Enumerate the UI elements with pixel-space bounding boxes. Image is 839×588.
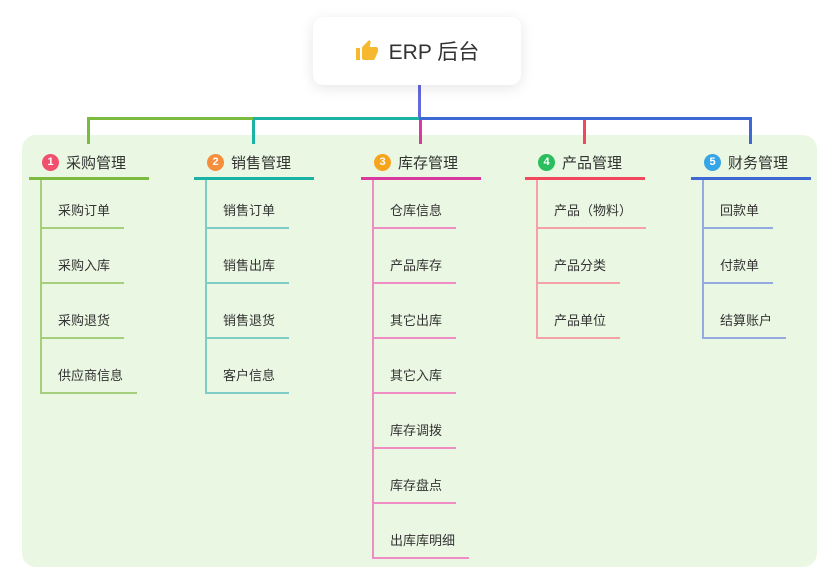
child-node[interactable]: 库存盘点 [374,477,457,504]
branch-title-finance[interactable]: 5 财务管理 [691,147,811,180]
branch-title-label: 采购管理 [66,154,127,172]
child-node[interactable]: 库存调拨 [374,422,457,449]
thumbs-up-icon [355,40,378,60]
child-node[interactable]: 产品单位 [538,312,621,339]
branch-children-finance: 回款单 付款单 结算账户 [702,180,787,339]
branch-title-label: 库存管理 [398,154,459,172]
child-node[interactable]: 结算账户 [704,312,787,339]
badge-5: 5 [704,153,721,171]
branch-children-purchase: 采购订单 采购入库 采购退货 供应商信息 [40,180,138,394]
child-node[interactable]: 采购入库 [42,257,125,284]
connector-horizontal-blue [419,117,752,120]
child-node[interactable]: 出库库明细 [374,532,470,559]
child-node[interactable]: 其它出库 [374,312,457,339]
badge-3: 3 [374,153,391,171]
branch-title-inventory[interactable]: 3 库存管理 [361,147,481,180]
branches-panel [22,135,817,567]
branch-title-label: 财务管理 [728,154,789,172]
child-node[interactable]: 产品（物料） [538,202,647,229]
connector-drop-finance [749,119,752,144]
branch-title-purchase[interactable]: 1 采购管理 [29,147,149,180]
child-node[interactable]: 付款单 [704,257,774,284]
branch-children-product: 产品（物料） 产品分类 产品单位 [536,180,647,339]
child-node[interactable]: 销售退货 [207,312,290,339]
branch-title-sales[interactable]: 2 销售管理 [194,147,314,180]
connector-horizontal-teal [253,117,421,120]
branch-children-inventory: 仓库信息 产品库存 其它出库 其它入库 库存调拨 库存盘点 出库库明细 [372,180,470,559]
child-node[interactable]: 客户信息 [207,367,290,394]
child-node[interactable]: 产品分类 [538,257,621,284]
badge-1: 1 [42,153,59,171]
root-node[interactable]: ERP 后台 [313,17,521,85]
child-node[interactable]: 仓库信息 [374,202,457,229]
connector-drop-sales [252,119,255,144]
child-node[interactable]: 其它入库 [374,367,457,394]
badge-4: 4 [538,153,555,171]
child-node[interactable]: 回款单 [704,202,774,229]
branch-children-sales: 销售订单 销售出库 销售退货 客户信息 [205,180,290,394]
branch-title-label: 销售管理 [231,154,292,172]
child-node[interactable]: 产品库存 [374,257,457,284]
connector-drop-product [583,119,586,144]
root-node-label: ERP 后台 [388,41,480,64]
branch-title-label: 产品管理 [562,154,623,172]
child-node[interactable]: 供应商信息 [42,367,138,394]
branch-title-product[interactable]: 4 产品管理 [525,147,645,180]
connector-horizontal-green [87,117,255,120]
connector-drop-purchase [87,119,90,144]
child-node[interactable]: 销售出库 [207,257,290,284]
child-node[interactable]: 采购退货 [42,312,125,339]
child-node[interactable]: 销售订单 [207,202,290,229]
connector-drop-inventory [419,119,422,144]
connector-root [418,85,421,120]
badge-2: 2 [207,153,224,171]
child-node[interactable]: 采购订单 [42,202,125,229]
